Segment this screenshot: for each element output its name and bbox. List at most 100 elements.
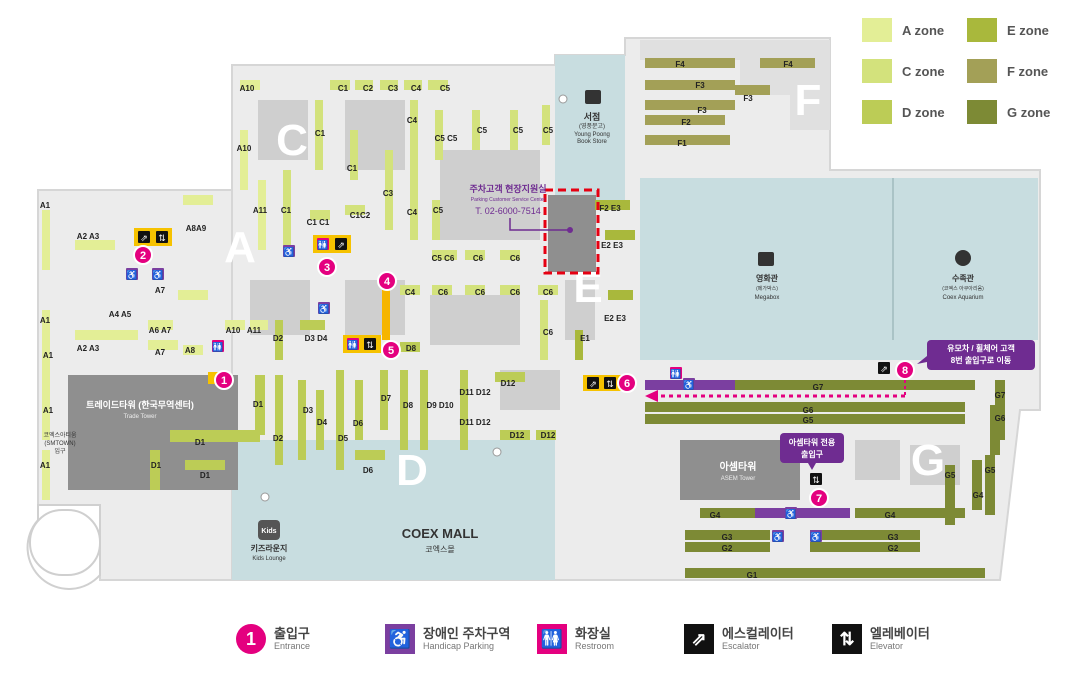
entrance-number-icon: 1 <box>236 624 266 654</box>
parking-label: A11 <box>253 206 268 215</box>
kids-lounge-en: Kids Lounge <box>252 556 286 562</box>
parking-label: C5 <box>440 84 451 93</box>
zone-letter: A <box>224 223 256 272</box>
parking-label: D11 D12 <box>459 418 491 427</box>
icon-glyph: ♿ <box>152 269 163 280</box>
parking-label: C1C2 <box>350 211 371 220</box>
parking-label: A1 <box>40 201 51 210</box>
parking-label: D1 <box>200 471 211 480</box>
megabox-icon <box>758 252 774 266</box>
parking-strip-e <box>595 200 630 210</box>
zone-legend-e: E zone <box>967 18 1049 42</box>
entrance-marker-6 <box>617 373 637 393</box>
parking-label: D8 <box>406 344 417 353</box>
zone-label-a: A zone <box>902 22 945 38</box>
stroller-callout-line1: 유모차 / 휠체어 고객 <box>947 343 1015 353</box>
service-center-en: Parking Customer Service Center <box>471 197 546 203</box>
icon-glyph: 🚻 <box>670 368 681 379</box>
trade-tower-en: Trade Tower <box>123 414 156 420</box>
parking-strip-c <box>410 100 418 240</box>
parking-label: A10 <box>237 144 252 153</box>
parking-strip-d <box>500 430 530 440</box>
parking-strip-c <box>315 100 323 170</box>
parking-label: E2 E3 <box>604 314 626 323</box>
parking-strip-f <box>645 58 735 68</box>
parking-label: C5 C5 <box>435 134 458 143</box>
parking-label: F4 <box>675 60 685 69</box>
parking-strip-g <box>700 508 755 518</box>
megabox-sub: (메가박스) <box>756 285 778 292</box>
handicap-lane-asem <box>755 508 850 518</box>
zone-legend-c: C zone <box>862 59 945 83</box>
parking-strip-c <box>410 180 418 240</box>
parking-strip-a <box>42 350 50 400</box>
parking-label: D11 D12 <box>459 388 491 397</box>
entrance-marker-7 <box>809 488 829 508</box>
parking-strip-g <box>810 530 920 540</box>
walkway-4-5 <box>382 285 390 340</box>
asem-exit-tail <box>808 463 816 470</box>
parking-strip-a <box>148 320 173 330</box>
parking-strip-g <box>810 542 920 552</box>
parking-label: C6 <box>438 288 449 297</box>
parking-label: C1 C1 <box>307 218 330 227</box>
parking-strip-c <box>510 110 518 150</box>
wheelchair-icon <box>152 268 164 280</box>
bookstore-area <box>555 55 625 205</box>
parking-strip-c <box>385 150 393 230</box>
parking-strip-a <box>148 340 178 350</box>
building-block <box>855 440 900 480</box>
entrance-number-5: 5 <box>388 345 394 357</box>
legend-handicap-ko: 장애인 주차구역 <box>423 626 511 641</box>
parking-strip-d <box>536 430 556 440</box>
wheelchair-icon <box>126 268 138 280</box>
icon-glyph: ♿ <box>683 379 694 390</box>
parking-label: D5 <box>338 434 349 443</box>
bookstore-en: Young Poong <box>574 132 610 138</box>
megabox-area <box>640 178 1038 360</box>
icon-glyph: ♿ <box>785 508 796 519</box>
parking-label: C3 <box>383 189 394 198</box>
coex-artium-entry: 입구 <box>54 447 66 455</box>
zone-letter: G <box>911 436 945 485</box>
building-block <box>430 295 520 345</box>
legend-entrance-en: Entrance <box>274 641 311 651</box>
parking-strip-a <box>42 400 50 440</box>
parking-label: A2 A3 <box>77 232 100 241</box>
trade-tower-name: 트레이드타워 (한국무역센터) <box>86 399 194 410</box>
icon-glyph: ♿ <box>283 246 294 257</box>
parking-label: C6 <box>510 288 521 297</box>
coex-mall-name: 코엑스몰 <box>425 544 454 554</box>
parking-strip-d <box>355 450 385 460</box>
zone-legend-g: G zone <box>967 100 1050 124</box>
parking-label: G6 <box>803 406 814 415</box>
parking-label: D9 D10 <box>426 401 454 410</box>
icon-glyph: 🚻 <box>317 239 328 250</box>
parking-label: C6 <box>475 288 486 297</box>
parking-label: F3 <box>743 94 753 103</box>
elevator-icon <box>156 231 168 243</box>
elevator-icon <box>810 473 822 485</box>
entrance-number-6: 6 <box>624 378 630 390</box>
kids-icon <box>258 520 280 540</box>
parking-strip-d <box>380 370 388 430</box>
zone-legend: A zone E zone C zone F zone D zone G zon… <box>862 18 1082 133</box>
icon-glyph: ♿ <box>318 303 329 314</box>
parking-label: D1 <box>151 461 162 470</box>
parking-strip-d <box>298 380 306 460</box>
zone-label-e: E zone <box>1007 22 1049 38</box>
wheelchair-icon <box>810 530 822 542</box>
service-center-building <box>548 195 596 272</box>
parking-label: G6 <box>995 414 1006 423</box>
parking-strip-c <box>465 285 485 295</box>
escalator-icon <box>138 231 150 243</box>
wheelchair-icon <box>318 302 330 314</box>
parking-strip-d <box>185 460 225 470</box>
parking-label: A4 A5 <box>109 310 132 319</box>
zone-letter: F <box>795 76 822 125</box>
parking-label: D1 <box>253 400 264 409</box>
